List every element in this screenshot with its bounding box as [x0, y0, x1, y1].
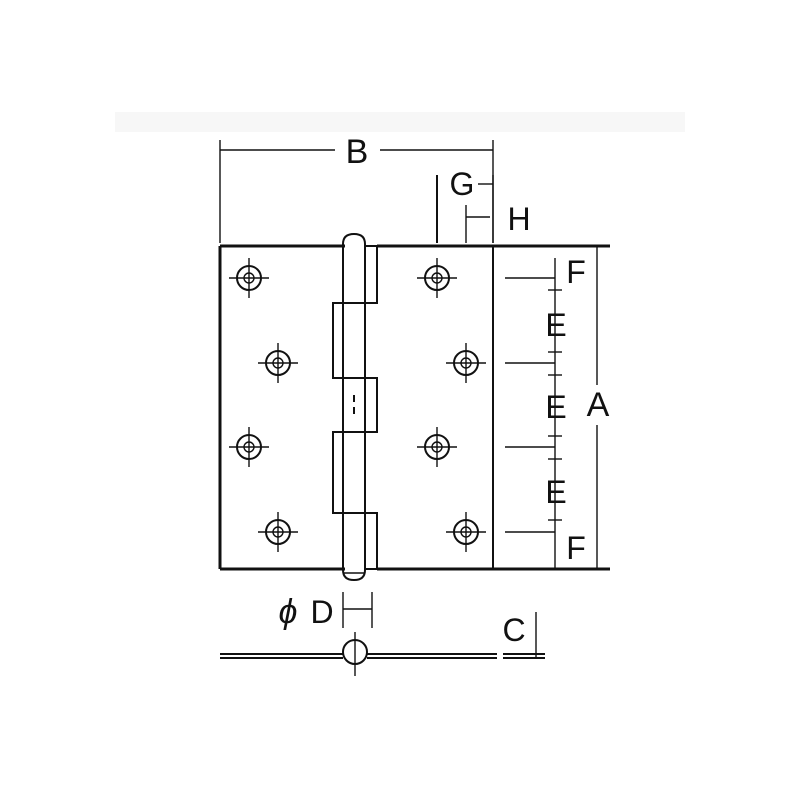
screw-hole	[258, 343, 298, 383]
screw-hole	[258, 512, 298, 552]
dimension-g	[436, 175, 494, 243]
label-a: A	[587, 386, 610, 424]
label-e-2: E	[545, 389, 566, 425]
label-d: D	[310, 594, 333, 630]
label-e-3: E	[545, 474, 566, 510]
screw-hole	[446, 343, 486, 383]
left-leaf	[218, 244, 345, 571]
dimension-h	[465, 205, 490, 243]
screw-hole	[446, 512, 486, 552]
label-f-bottom: F	[566, 530, 586, 566]
dimension-c	[503, 612, 545, 659]
hinge-side-view	[220, 632, 497, 676]
screw-hole	[229, 258, 269, 298]
screw-hole	[417, 258, 457, 298]
label-phi: ϕ	[279, 593, 298, 631]
background-band	[115, 112, 685, 132]
dimension-e-f-chain	[505, 258, 562, 569]
hinge-knuckle	[332, 232, 378, 582]
right-leaf	[377, 244, 610, 571]
label-f-top: F	[566, 254, 586, 290]
label-g: G	[450, 166, 475, 202]
screw-hole	[229, 427, 269, 467]
label-h: H	[507, 201, 530, 237]
dimension-d	[342, 592, 373, 628]
label-e-1: E	[545, 307, 566, 343]
label-c: C	[502, 612, 525, 648]
screw-hole	[417, 427, 457, 467]
label-b: B	[346, 133, 369, 171]
